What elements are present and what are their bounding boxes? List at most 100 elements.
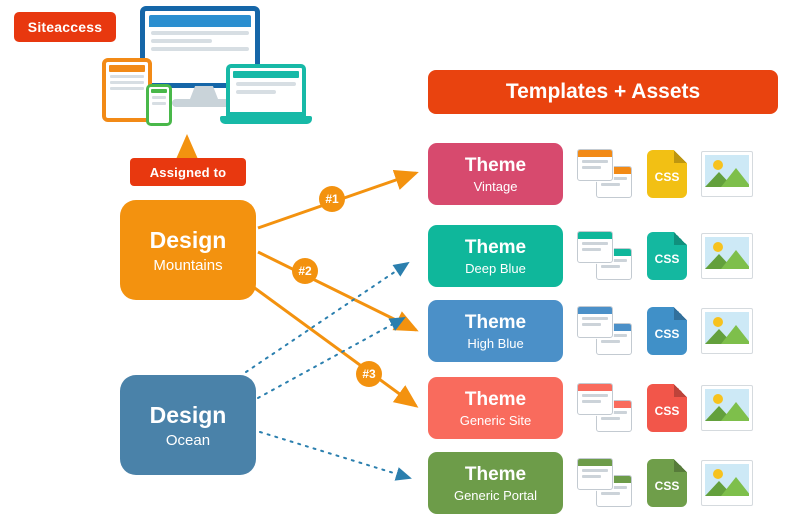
mini-page-line: [601, 183, 620, 186]
mini-page-line: [582, 475, 601, 478]
mini-page-header: [578, 150, 612, 157]
photo-thumbnail: [705, 464, 749, 496]
laptop-content-line: [236, 82, 296, 86]
theme-title: Theme: [464, 388, 527, 410]
phone-screen-header: [151, 89, 167, 93]
sun-icon: [713, 242, 723, 252]
theme-subtitle: High Blue: [467, 335, 524, 351]
phone-icon: [146, 84, 172, 126]
mini-page-header: [597, 167, 631, 174]
mini-page: [596, 166, 632, 198]
file-fold-corner: [674, 307, 687, 320]
mini-page-line: [582, 242, 608, 245]
mini-page-line: [601, 259, 627, 262]
mountain-icon: [721, 477, 749, 496]
mini-page: [596, 323, 632, 355]
mini-page-line: [601, 334, 627, 337]
mini-page-line: [601, 340, 620, 343]
mini-page-header: [597, 324, 631, 331]
theme-box-deep-blue: Theme Deep Blue: [428, 225, 563, 287]
image-asset-icon: [701, 385, 753, 431]
design-title: Design: [149, 226, 227, 253]
mini-page-header: [597, 249, 631, 256]
laptop-screen-header: [233, 71, 299, 78]
theme-box-vintage: Theme Vintage: [428, 143, 563, 205]
sun-icon: [713, 394, 723, 404]
mini-page: [577, 458, 613, 490]
mini-page-header: [578, 459, 612, 466]
tablet-screen-header: [109, 65, 145, 72]
mini-page: [596, 248, 632, 280]
design-subtitle: Mountains: [153, 256, 223, 274]
arrow-ocean-genericportal: [259, 431, 412, 481]
laptop-screen: [226, 64, 306, 116]
css-file-label: CSS: [654, 479, 680, 493]
theme-subtitle: Generic Site: [459, 412, 532, 428]
css-file-icon: CSS: [647, 459, 687, 507]
theme-row-generic-portal: Theme Generic Portal CSS: [428, 452, 753, 514]
phone-content-line: [152, 102, 166, 105]
theme-row-generic-site: Theme Generic Site CSS: [428, 377, 753, 439]
image-asset-icon: [701, 233, 753, 279]
monitor-content-line: [151, 31, 249, 35]
template-pages-icon: [577, 383, 633, 433]
sun-icon: [713, 469, 723, 479]
photo-thumbnail: [705, 155, 749, 187]
monitor-content-line: [151, 47, 249, 51]
mini-page-line: [582, 160, 608, 163]
mini-page-line: [582, 166, 601, 169]
design-ocean-box: Design Ocean: [120, 375, 256, 475]
mini-page: [577, 383, 613, 415]
theme-subtitle: Vintage: [473, 178, 518, 194]
css-file-label: CSS: [654, 404, 680, 418]
file-fold-corner: [674, 459, 687, 472]
arrow-badge-3: #3: [356, 361, 382, 387]
mini-page-line: [582, 323, 601, 326]
tablet-content-line: [110, 75, 144, 78]
design-title: Design: [149, 401, 227, 428]
mountain-icon: [721, 325, 749, 344]
css-file-icon: CSS: [647, 150, 687, 198]
image-asset-icon: [701, 151, 753, 197]
photo-thumbnail: [705, 312, 749, 344]
mini-page-header: [597, 401, 631, 408]
mini-page: [577, 149, 613, 181]
photo-thumbnail: [705, 237, 749, 269]
mini-page-line: [601, 486, 627, 489]
file-fold-corner: [674, 150, 687, 163]
css-file-icon: CSS: [647, 232, 687, 280]
mini-page-line: [582, 248, 601, 251]
mini-page: [577, 231, 613, 263]
theme-box-high-blue: Theme High Blue: [428, 300, 563, 362]
tablet-content-line: [110, 87, 144, 90]
template-pages-icon: [577, 149, 633, 199]
image-asset-icon: [701, 460, 753, 506]
arrow-ocean-deepblue: [245, 261, 410, 373]
file-fold-corner: [674, 384, 687, 397]
theme-row-vintage: Theme Vintage CSS: [428, 143, 753, 205]
theme-title: Theme: [464, 311, 527, 333]
tablet-icon: [102, 58, 152, 122]
design-mountains-box: Design Mountains: [120, 200, 256, 300]
theme-title: Theme: [464, 463, 527, 485]
mini-page-header: [597, 476, 631, 483]
mountain-icon: [721, 402, 749, 421]
mini-page-line: [601, 492, 620, 495]
monitor-stand: [190, 86, 218, 99]
sun-icon: [713, 160, 723, 170]
arrow-badge-2: #2: [292, 258, 318, 284]
theme-subtitle: Generic Portal: [453, 487, 538, 503]
arrow-mountains-genericsite: [251, 284, 419, 408]
mini-page-line: [601, 265, 620, 268]
assigned-to-badge: Assigned to: [130, 158, 246, 186]
css-file-label: CSS: [654, 327, 680, 341]
theme-title: Theme: [464, 236, 527, 258]
mini-page-header: [578, 307, 612, 314]
laptop-icon: [220, 64, 312, 124]
arrow-mountains-highblue: [257, 250, 419, 332]
sun-icon: [713, 317, 723, 327]
phone-content-line: [152, 96, 166, 99]
arrow-badge-1: #1: [319, 186, 345, 212]
monitor-content-line: [151, 39, 212, 43]
mini-page-header: [578, 384, 612, 391]
